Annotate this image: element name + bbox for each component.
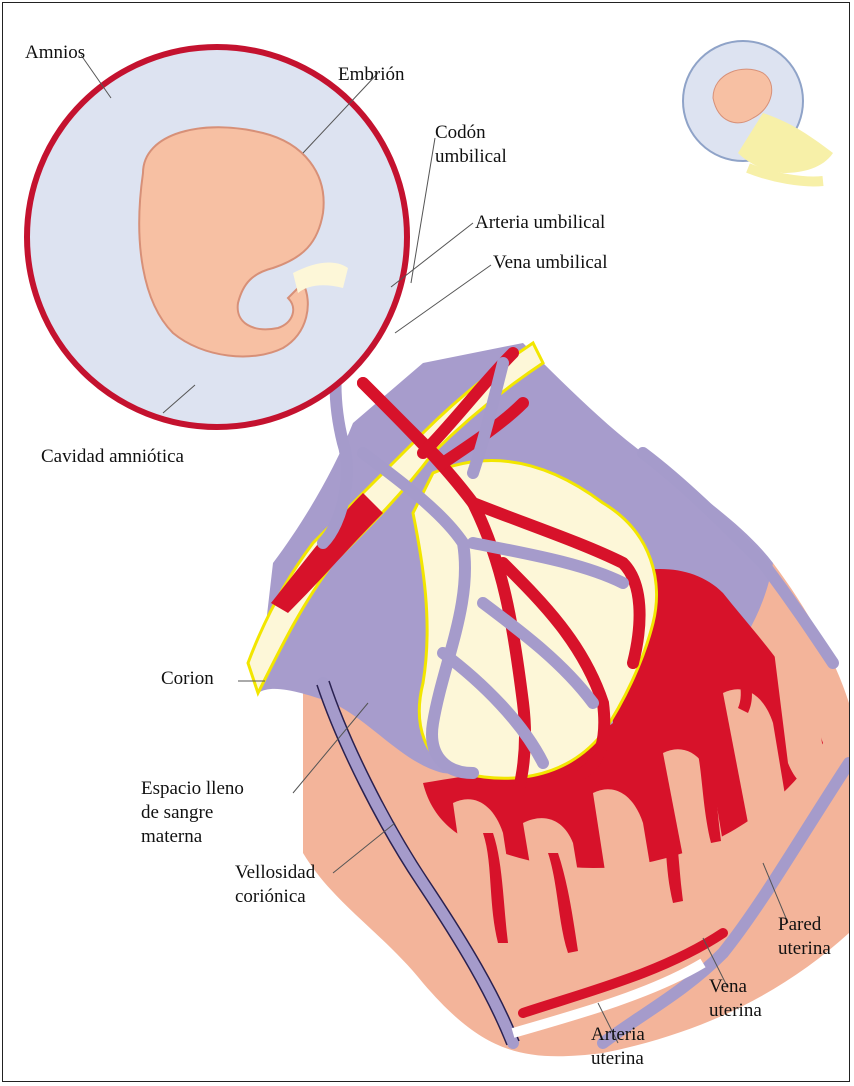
label-vena-uterina: Vena uterina [709, 975, 762, 1023]
label-corion: Corion [161, 667, 214, 691]
label-pared-uterina: Pared uterina [778, 913, 831, 961]
label-arteria-umbilical: Arteria umbilical [475, 211, 605, 235]
label-codon-umbilical: Codón umbilical [435, 121, 507, 169]
label-cavidad-amniotica: Cavidad amniótica [41, 445, 184, 469]
label-pared-line1: Pared [778, 913, 831, 937]
label-amnios: Amnios [25, 41, 85, 65]
label-espacio-sangre-materna: Espacio lleno de sangre materna [141, 777, 244, 849]
label-espacio-line3: materna [141, 825, 244, 849]
placenta-diagram [3, 3, 850, 1082]
label-vena-uterina-line1: Vena [709, 975, 762, 999]
label-vellosidad-line1: Vellosidad [235, 861, 315, 885]
label-embrion: Embrión [338, 63, 405, 87]
label-vellosidad-line2: coriónica [235, 885, 315, 909]
inset-overview [683, 41, 833, 181]
label-arteria-uterina-line2: uterina [591, 1047, 645, 1071]
label-arteria-uterina: Arteria uterina [591, 1023, 645, 1071]
label-codon-line2: umbilical [435, 145, 507, 169]
label-pared-line2: uterina [778, 937, 831, 961]
label-espacio-line2: de sangre [141, 801, 244, 825]
label-arteria-uterina-line1: Arteria [591, 1023, 645, 1047]
label-vena-umbilical: Vena umbilical [493, 251, 608, 275]
label-vena-uterina-line2: uterina [709, 999, 762, 1023]
label-espacio-line1: Espacio lleno [141, 777, 244, 801]
label-codon-line1: Codón [435, 121, 507, 145]
label-vellosidad-corionica: Vellosidad coriónica [235, 861, 315, 909]
